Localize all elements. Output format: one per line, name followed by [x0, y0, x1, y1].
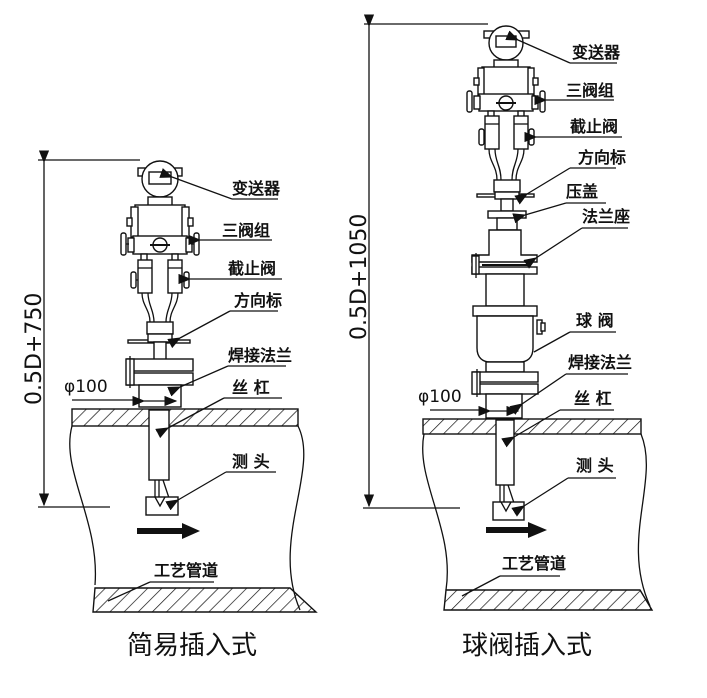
height-dimension-right: 0.5D+1050 — [347, 14, 488, 509]
label-direction-mark: 方向标 — [578, 148, 626, 167]
label-ball-valve: 球 阀 — [576, 311, 614, 330]
gland — [487, 210, 527, 231]
label-weld-flange: 焊接法兰 — [568, 353, 632, 372]
callouts-left: 变送器 三阀组 截止阀 方向标 焊接法兰 丝 杠 测 头 工艺管道 — [107, 168, 292, 602]
flange-seat — [471, 229, 538, 307]
label-process-pipe: 工艺管道 — [154, 561, 218, 580]
label-stop-valve: 截止阀 — [228, 259, 276, 278]
label-three-valve: 三阀组 — [566, 81, 614, 100]
process-pipe — [69, 408, 318, 613]
label-gland: 压盖 — [566, 182, 598, 201]
diameter-label: φ100 — [418, 387, 462, 407]
caption-simple-insertion: 简易插入式 — [127, 631, 257, 661]
ball-valve — [472, 305, 546, 373]
flow-arrow-icon — [486, 522, 547, 538]
probe — [492, 419, 525, 521]
weld-flange: φ100 — [418, 369, 539, 419]
weld-flange: φ100 — [64, 356, 194, 408]
callouts-right: 变送器 三阀组 截止阀 方向标 压盖 法兰座 球 阀 焊接法兰 丝 杠 — [461, 30, 632, 597]
label-three-valve: 三阀组 — [222, 221, 270, 240]
transmitter — [483, 25, 530, 70]
height-dimension-label: 0.5D+1050 — [347, 214, 372, 340]
label-weld-flange: 焊接法兰 — [228, 346, 292, 365]
label-transmitter: 变送器 — [232, 179, 281, 198]
label-process-pipe: 工艺管道 — [502, 554, 566, 573]
process-pipe — [422, 418, 654, 611]
label-probe: 测 头 — [576, 456, 614, 475]
height-dimension-label: 0.5D+750 — [22, 293, 47, 405]
three-valve-manifold — [120, 204, 200, 256]
transmitter — [137, 160, 183, 208]
diameter-label: φ100 — [64, 377, 108, 397]
three-valve-manifold — [466, 66, 546, 113]
stop-valves — [478, 110, 535, 181]
direction-marker — [476, 179, 535, 212]
label-screw-rod: 丝 杠 — [232, 378, 270, 397]
height-dimension-left: 0.5D+750 — [22, 150, 140, 508]
flow-arrow-icon — [137, 523, 200, 539]
label-direction-mark: 方向标 — [234, 291, 282, 310]
label-flange-seat: 法兰座 — [582, 207, 630, 226]
caption-ball-valve-insertion: 球阀插入式 — [462, 631, 592, 661]
label-stop-valve: 截止阀 — [570, 117, 618, 136]
stop-valves — [130, 253, 190, 323]
simple-insertion-diagram: 0.5D+750 — [22, 150, 318, 661]
label-screw-rod: 丝 杠 — [574, 389, 612, 408]
direction-marker — [127, 321, 191, 361]
label-probe: 测 头 — [232, 452, 270, 471]
label-transmitter: 变送器 — [572, 43, 621, 62]
ball-valve-insertion-diagram: 0.5D+1050 — [347, 14, 654, 661]
